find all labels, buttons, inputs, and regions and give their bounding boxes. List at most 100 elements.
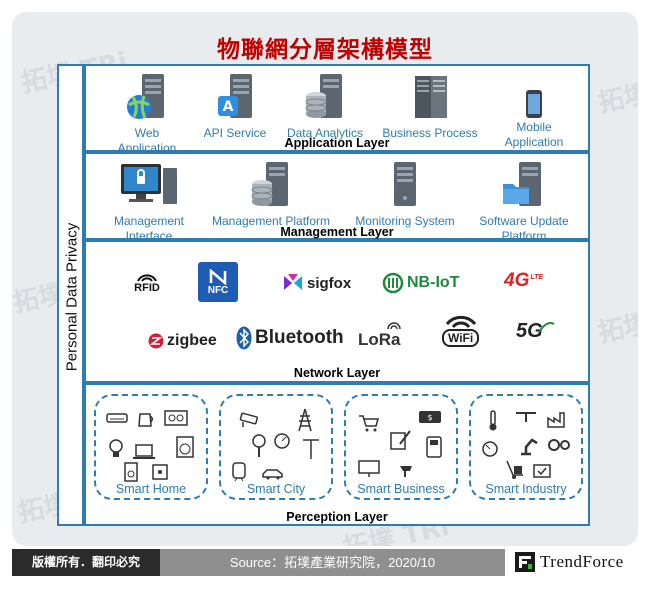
- 4g-label: 4G: [504, 270, 530, 291]
- kettle-icon: [138, 413, 154, 427]
- network-layer-title: Network Layer: [293, 366, 381, 380]
- nbiot-icon: [382, 272, 404, 294]
- 4g-sub-label: LTE: [530, 274, 544, 281]
- nbiot-label: NB-IoT: [407, 274, 460, 291]
- car-icon: [262, 469, 283, 480]
- shopping-cart-icon: [359, 415, 379, 432]
- app-item-mobile-label: Mobile Application: [504, 120, 564, 149]
- barcode-scanner-icon: [400, 466, 412, 477]
- app-item-api-label: API Service: [203, 126, 267, 140]
- wifi-waves-icon: [445, 315, 476, 328]
- perception-layer-title: Perception Layer: [286, 510, 388, 524]
- nbiot-logo: NB-IoT: [382, 272, 459, 294]
- cluster-smart-business: $ Smart Business: [344, 394, 458, 500]
- gears-icon: [548, 439, 570, 451]
- lora-label: LoRa: [358, 330, 401, 349]
- mgmt-item-platform-label: Management Platform: [211, 214, 331, 228]
- air-conditioner-icon: [106, 413, 128, 423]
- app-item-web-label: Web Application: [117, 126, 177, 155]
- watermark: 拓墣 TRi: [595, 297, 638, 349]
- laptop-icon: [133, 444, 155, 459]
- management-layer: Management Interface Management Platform…: [84, 152, 590, 243]
- tower-server-icon: [394, 162, 416, 206]
- light-bulb-icon: [109, 439, 123, 457]
- 5g-label: 5G: [516, 320, 543, 342]
- price-tag-icon: $: [419, 411, 441, 423]
- power-tower-icon: [298, 408, 312, 432]
- wifi-logo: WiFi: [442, 310, 480, 347]
- watermark: 拓墣 TRi: [595, 67, 638, 119]
- privacy-label: Personal Data Privacy: [63, 222, 81, 372]
- cluster-smart-home-label: Smart Home: [115, 482, 187, 496]
- robot-arm-icon: [521, 438, 538, 456]
- mgmt-item-interface-label: Management Interface: [113, 214, 185, 243]
- bluetooth-label: Bluetooth: [255, 327, 344, 348]
- mgmt-item-update-label: Software Update Platform: [479, 214, 569, 243]
- zigbee-icon: [148, 333, 164, 349]
- source-note: Source：拓墣產業研究院，2020/10: [160, 549, 505, 576]
- app-item-mobile: Mobile Application: [490, 72, 578, 150]
- tablet-pen-icon: [390, 430, 411, 450]
- bluetooth-icon: [236, 326, 252, 350]
- database-server-icon: [305, 74, 342, 118]
- svg-text:$: $: [427, 413, 432, 422]
- hand-truck-icon: [506, 460, 523, 479]
- card-reader-icon: [426, 436, 442, 458]
- app-item-analytics-label: Data Analytics: [286, 126, 364, 140]
- mgmt-item-interface: Management Interface: [104, 160, 194, 244]
- app-item-api: A API Service: [192, 72, 278, 141]
- sigfox-icon: [284, 274, 302, 290]
- trendforce-mark-icon: [515, 552, 535, 572]
- trendforce-name: TrendForce: [540, 552, 624, 571]
- api-server-icon: A: [218, 74, 252, 118]
- mgmt-item-monitoring-label: Monitoring System: [355, 214, 455, 228]
- washing-machine-icon: [176, 436, 194, 458]
- train-icon: [232, 462, 246, 482]
- folder-server-icon: [503, 162, 541, 206]
- zigbee-logo: zigbee: [148, 332, 217, 350]
- mgmt-item-platform: Management Platform: [200, 160, 342, 229]
- perception-layer: Smart Home Smart City $ Smart Business S…: [84, 383, 590, 526]
- privacy-sidebar: Personal Data Privacy: [57, 64, 84, 526]
- network-layer: RFID NFC sigfox NB-IoT 4G LTE zigbee: [84, 240, 590, 383]
- cluster-smart-industry: Smart Industry: [469, 394, 583, 500]
- copyright-notice: 版權所有．翻印必究: [12, 549, 160, 576]
- 4g-logo: 4G LTE: [504, 270, 543, 292]
- lora-waves-icon: [387, 322, 401, 330]
- sigfox-label: sigfox: [307, 274, 352, 292]
- app-item-business-label: Business Process: [382, 126, 478, 140]
- power-outlet-icon: [152, 464, 168, 480]
- rack-server-icon: [415, 76, 447, 118]
- nfc-icon: [209, 268, 227, 285]
- factory-icon: [547, 412, 565, 428]
- trendforce-logo: TrendForce: [514, 551, 624, 573]
- parking-meter-icon: [252, 434, 266, 457]
- 5g-signal-icon: [537, 321, 555, 333]
- package-box-icon: [533, 464, 551, 478]
- cluster-smart-home: Smart Home: [94, 394, 208, 500]
- rfid-waves-icon: [137, 274, 157, 282]
- lora-logo: LoRa: [358, 322, 402, 350]
- globe-server-icon: [127, 74, 164, 119]
- mgmt-item-monitoring: Monitoring System: [344, 160, 466, 229]
- cluster-smart-city: Smart City: [219, 394, 333, 500]
- app-item-business: Business Process: [372, 72, 488, 141]
- street-light-icon: [303, 439, 319, 459]
- management-layer-title: Management Layer: [280, 225, 394, 239]
- mgmt-item-update: Software Update Platform: [468, 160, 580, 244]
- rfid-label: RFID: [134, 282, 160, 294]
- sigfox-logo: sigfox: [282, 272, 351, 294]
- application-layer-title: Application Layer: [284, 136, 390, 150]
- cctv-camera-icon: [239, 412, 259, 427]
- ad-screen-icon: [358, 460, 380, 477]
- stove-icon: [164, 410, 188, 426]
- diagram-title: 物聯網分層架構模型: [217, 36, 433, 63]
- bluetooth-logo: Bluetooth: [236, 326, 344, 350]
- thermometer-icon: [489, 410, 497, 431]
- database-server-icon: [251, 162, 288, 206]
- app-item-web: Web Application: [104, 72, 190, 156]
- rfid-logo: RFID: [132, 268, 162, 294]
- speaker-icon: [124, 462, 138, 482]
- locked-computer-icon: [121, 164, 177, 204]
- cluster-smart-industry-label: Smart Industry: [485, 482, 567, 496]
